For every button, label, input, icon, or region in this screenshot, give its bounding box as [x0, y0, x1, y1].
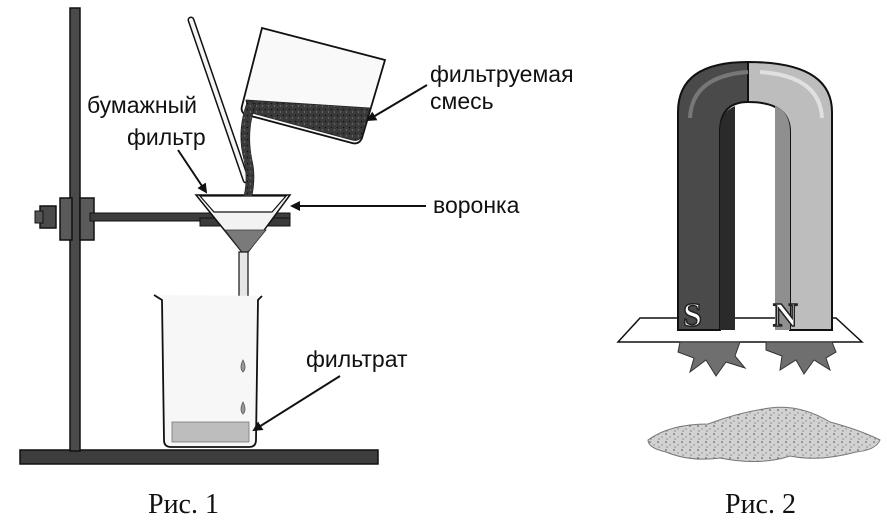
filtrate-drop [240, 359, 246, 373]
paper-filter-label-line1: бумажный [87, 92, 197, 118]
figure-2-magnet: S N Рис. 2 [616, 60, 881, 520]
south-pole-label: S [683, 297, 702, 334]
mixture-pile [647, 406, 881, 463]
figure-2-caption: Рис. 2 [725, 489, 796, 520]
mixture-in-beaker [245, 99, 371, 141]
filtrate-drop [240, 401, 246, 415]
figure-1-filtration: бумажный фильтр фильтруемая смесь воронк… [19, 7, 574, 520]
figure-1-caption: Рис. 1 [148, 489, 219, 520]
glass-rod [187, 16, 250, 184]
paper-filter-arrow [177, 149, 208, 194]
funnel-label: воронка [433, 192, 520, 218]
pouring-beaker [240, 26, 387, 197]
north-pole-label: N [773, 297, 798, 334]
filtrate-arrow [252, 375, 341, 432]
mixture-label-line1: фильтруемая [430, 61, 574, 87]
pouring-stream [240, 99, 257, 197]
receiving-beaker [153, 294, 263, 448]
iron-filings-north [765, 341, 837, 375]
iron-filings-south [677, 341, 747, 377]
mixture-arrow [366, 84, 428, 122]
funnel [194, 194, 292, 333]
horseshoe-magnet: S N [677, 60, 833, 335]
mixture-label-line2: смесь [430, 88, 494, 114]
filtrate-liquid [171, 421, 250, 443]
paper-filter [198, 195, 288, 213]
stand-base [19, 449, 379, 465]
filtrate-label: фильтрат [306, 346, 408, 372]
paper-filter-label-line2: фильтр [127, 124, 206, 150]
